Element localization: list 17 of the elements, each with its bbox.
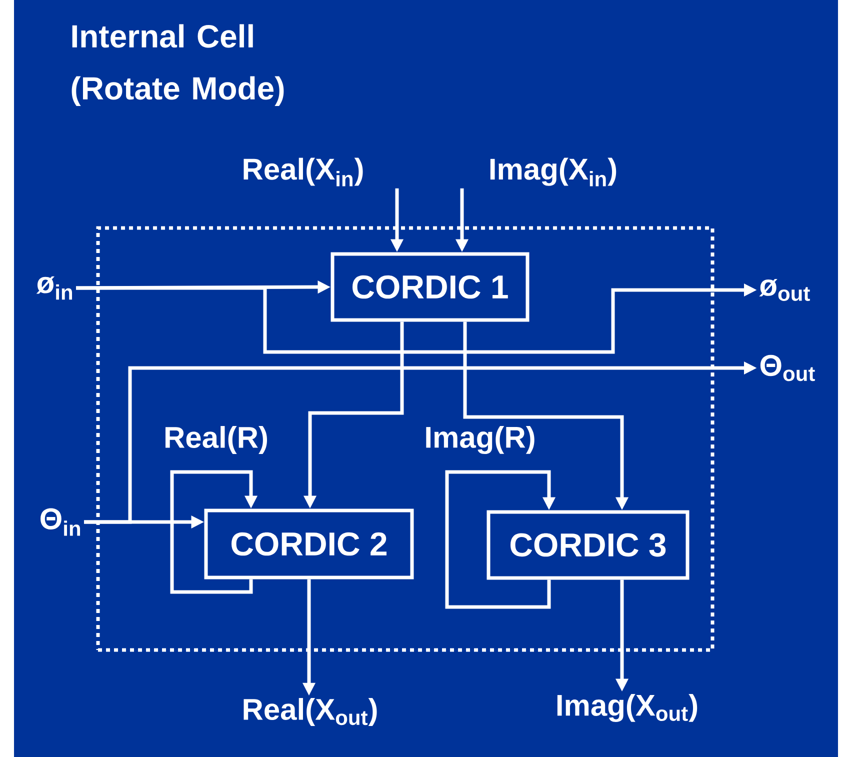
edge-label: Imag(R): [423, 424, 537, 456]
signal-label: Real(X$_{in}$): [244, 158, 363, 186]
signal-label: Imag(X$_{out}$): [557, 694, 698, 722]
signal-label: ø$_{out}$: [759, 279, 810, 301]
signal-label: Θ$_{in}$: [40, 508, 80, 536]
title: Internal Cell (Rotate Mode): [72, 24, 284, 106]
arrow: [170, 470, 258, 594]
boundary-box: [96, 226, 714, 652]
signal-label: Real(X$_{out}$): [244, 698, 377, 726]
signal-label: Θ$_{out}$: [760, 354, 815, 382]
edge-label: Real(R): [162, 425, 270, 455]
signal-label: ø$_{in}$: [36, 276, 72, 300]
process-box: CORDIC 3: [486, 510, 690, 580]
process-box: CORDIC 1: [330, 252, 530, 322]
arrow: [445, 470, 556, 609]
signal-label: Imag(X$_{in}$): [490, 158, 616, 186]
process-box: CORDIC 2: [204, 508, 414, 580]
